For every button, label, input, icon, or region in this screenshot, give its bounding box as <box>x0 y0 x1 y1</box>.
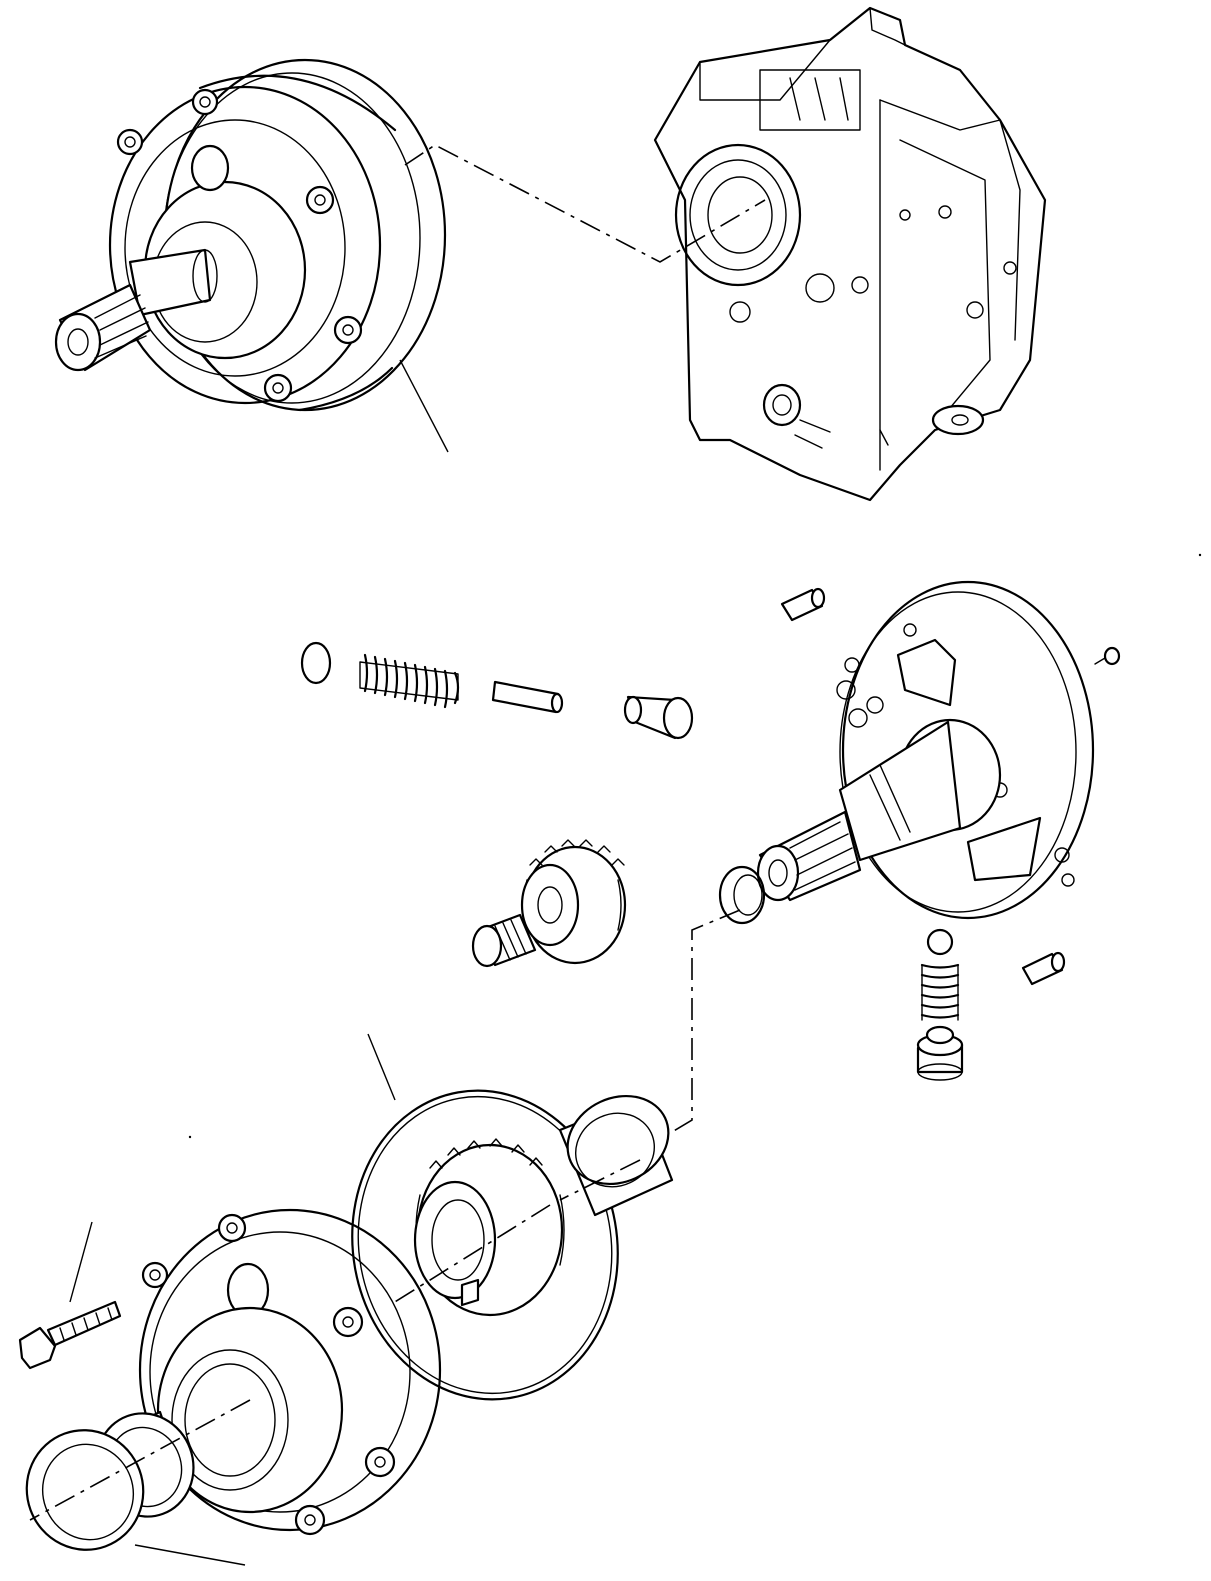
bolt <box>18 1300 122 1370</box>
pump-assembly <box>54 58 447 412</box>
check-plug <box>916 1025 964 1081</box>
relief-pin <box>491 680 564 714</box>
oil-seal <box>25 1429 145 1551</box>
o-ring <box>351 1089 619 1401</box>
relief-plug <box>623 695 694 740</box>
drive-gear <box>413 1138 565 1317</box>
dowel-pin <box>780 587 826 622</box>
stray-mark <box>188 1135 192 1139</box>
relief-spring <box>359 653 460 709</box>
transmission-housing <box>653 6 1047 502</box>
gear-centerline <box>389 1204 551 1306</box>
leader-line <box>69 1221 93 1303</box>
cover-centerline <box>29 1399 251 1521</box>
leader-line <box>367 1033 396 1101</box>
pump-cover <box>138 1208 442 1536</box>
check-spring <box>920 963 960 1021</box>
check-ball <box>926 928 954 956</box>
leader-line <box>134 1544 246 1566</box>
driven-gear <box>520 839 627 965</box>
shaft-centerline <box>671 909 741 1133</box>
pump-body-with-shaft <box>756 580 1095 920</box>
needle-bearing <box>471 913 537 968</box>
bushing <box>558 1094 674 1217</box>
snap-ring <box>718 865 766 925</box>
assembly-centerline <box>404 144 766 263</box>
leader-line <box>399 359 449 453</box>
small-screw <box>1094 646 1121 666</box>
bushing-centerline <box>559 1159 641 1201</box>
seal-cap <box>300 641 332 685</box>
stray-mark <box>1198 553 1202 557</box>
dowel-pin <box>1021 951 1066 986</box>
